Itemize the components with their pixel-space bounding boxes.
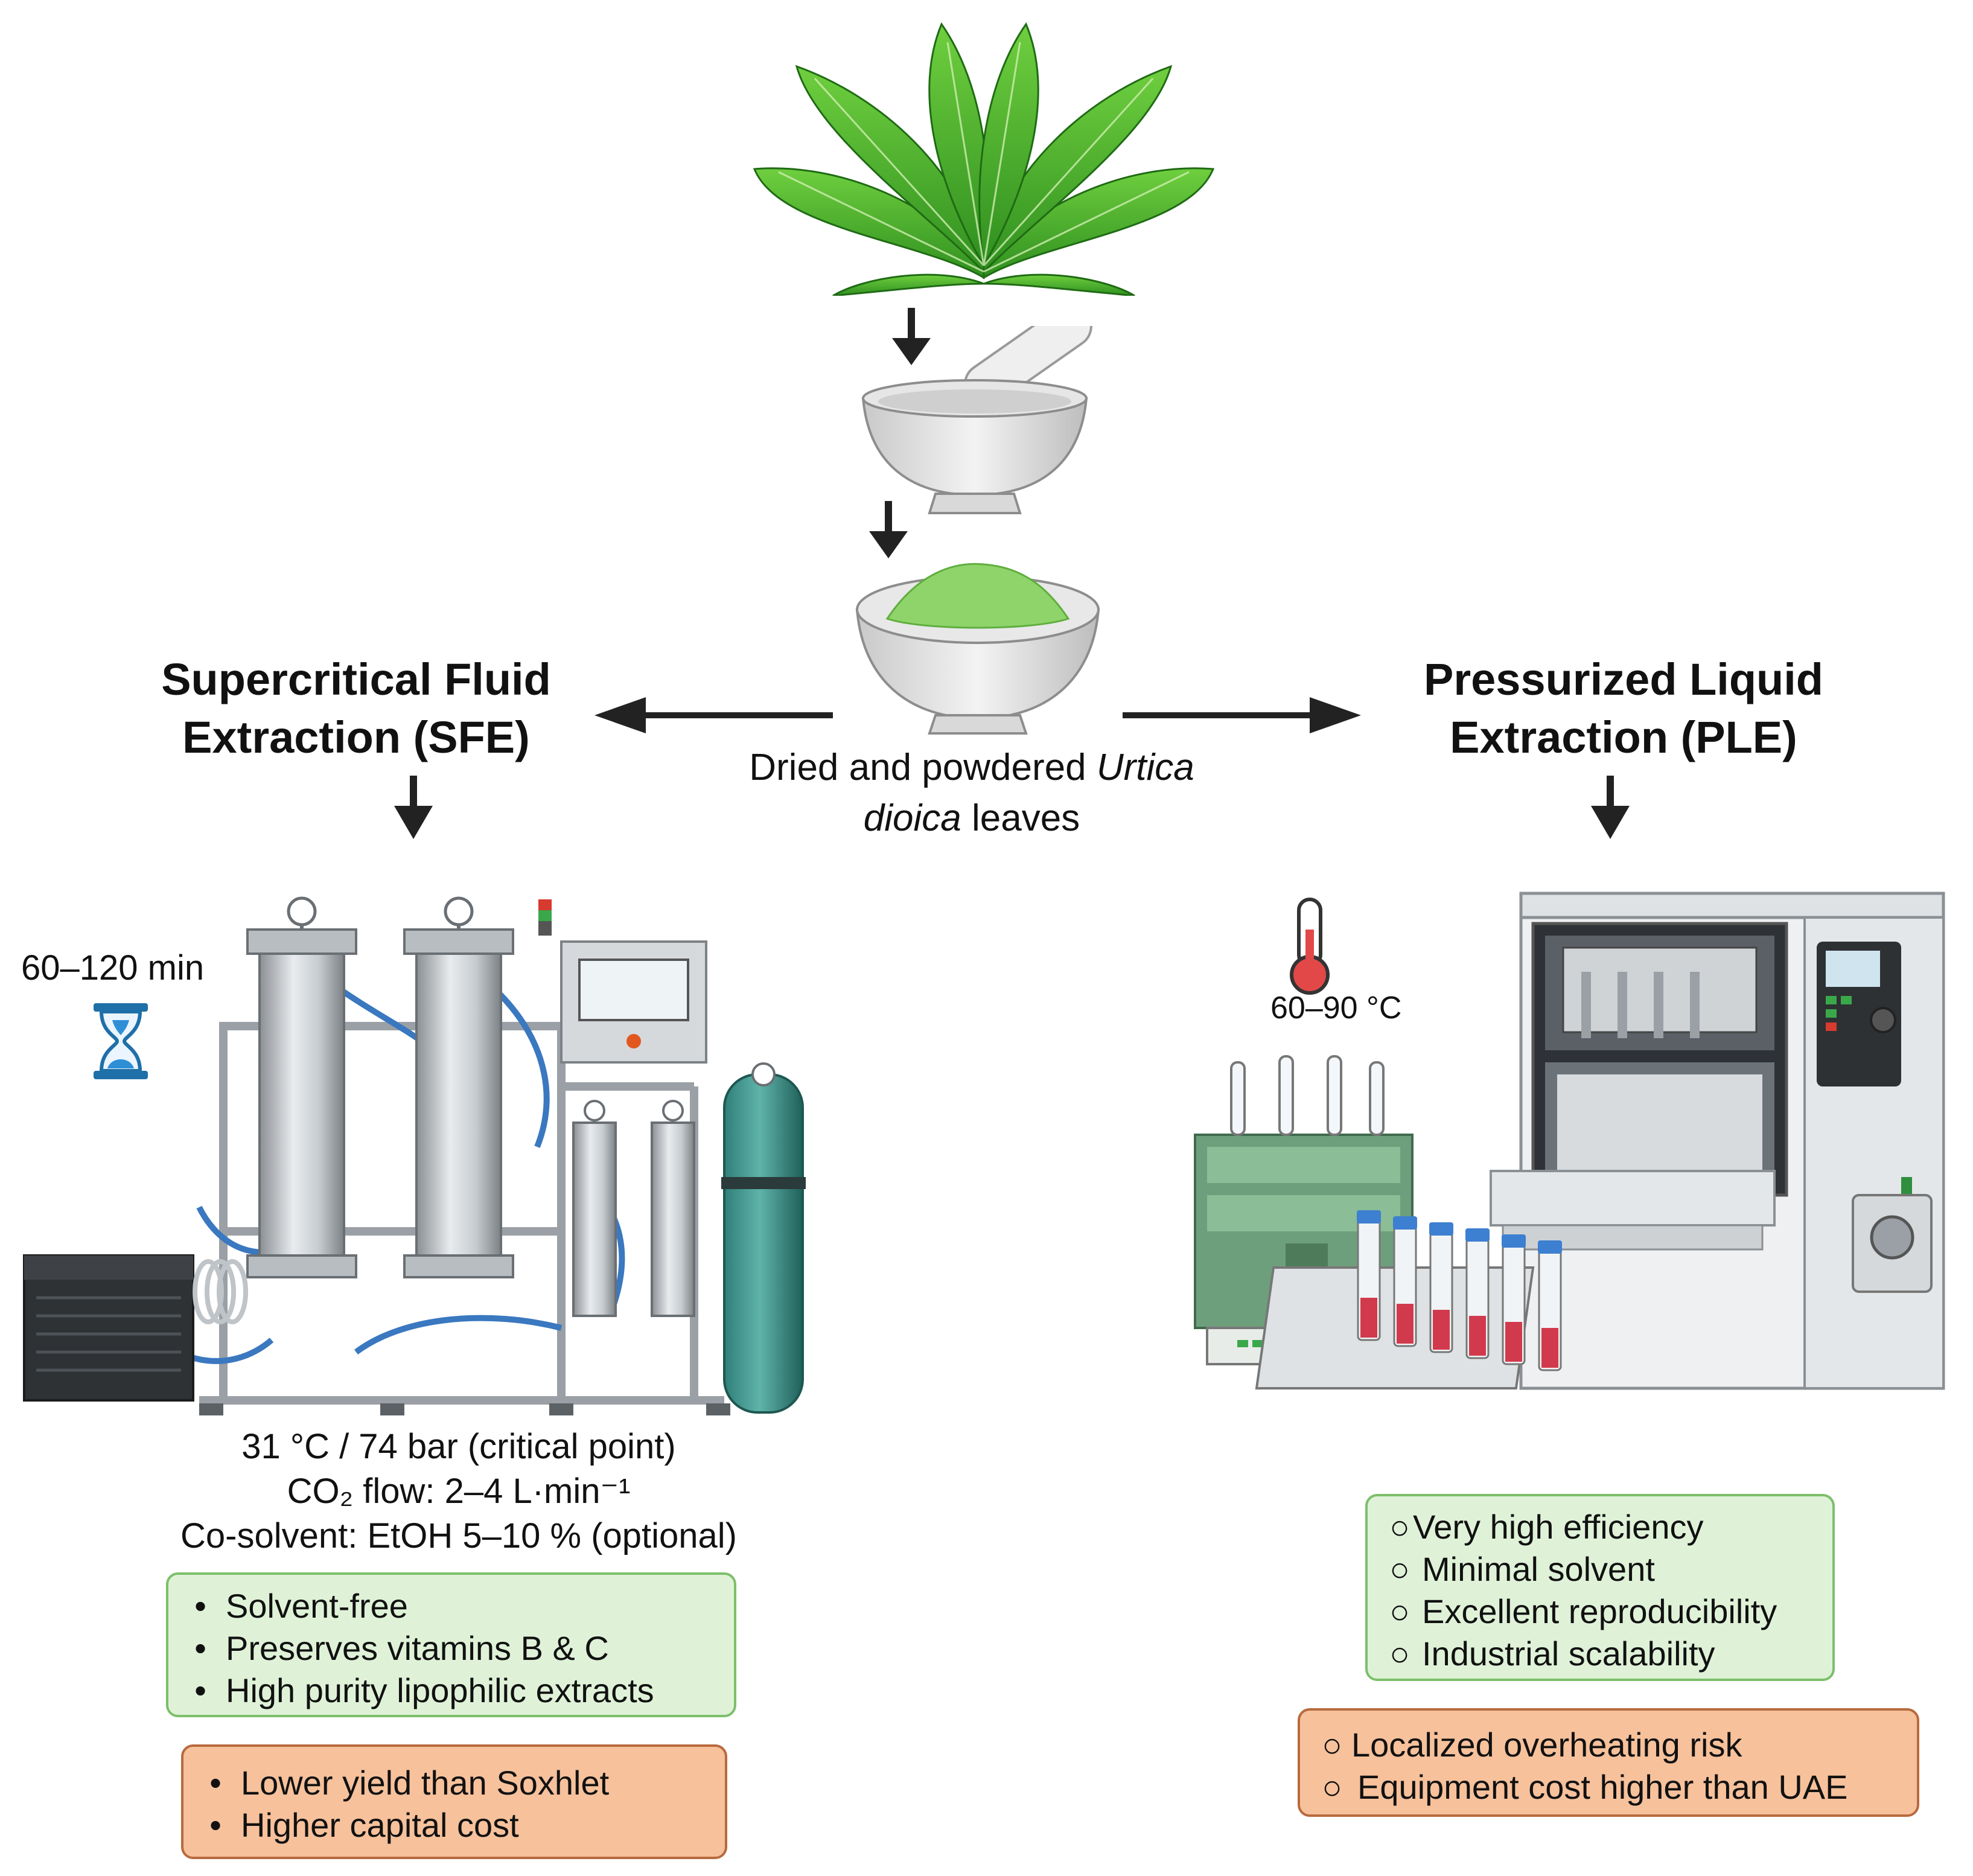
ple-title: Pressurized Liquid Extraction (PLE) — [1423, 654, 1824, 762]
nettle-leaves-icon — [753, 22, 1215, 296]
sfe-advantages-box: •Solvent-free •Preserves vitamins B & C … — [166, 1572, 736, 1717]
sfe-param-cosolvent: Co-solvent: EtOH 5–10 % (optional) — [180, 1516, 737, 1555]
list-item: ○Equipment cost higher than UAE — [1322, 1768, 1848, 1806]
sfe-param-critical-point: 31 °C / 74 bar (critical point) — [241, 1427, 676, 1466]
list-item: •High purity lipophilic extracts — [194, 1671, 654, 1709]
list-item: ○Localized overheating risk — [1322, 1726, 1742, 1764]
ple-system-icon — [1194, 892, 1945, 1390]
list-item: •Lower yield than Soxhlet — [209, 1764, 610, 1802]
sfe-system-icon — [23, 896, 806, 1415]
list-item: ○Industrial scalability — [1389, 1635, 1715, 1673]
list-item: ○Minimal solvent — [1389, 1550, 1655, 1588]
thermometer-icon — [1290, 898, 1330, 995]
powder-bowl-icon — [855, 563, 1100, 735]
mortar-pestle-icon — [861, 326, 1092, 514]
hourglass-icon — [94, 1003, 148, 1079]
ple-disadvantages-box: ○Localized overheating risk ○Equipment c… — [1298, 1708, 1919, 1817]
sfe-param-co2-flow: CO₂ flow: 2–4 L·min⁻¹ — [287, 1472, 631, 1511]
list-item: •Preserves vitamins B & C — [194, 1629, 609, 1667]
list-item: ○Excellent reproducibility — [1389, 1592, 1777, 1630]
sfe-time-label: 60–120 min — [21, 948, 205, 987]
sfe-disadvantages-box: •Lower yield than Soxhlet •Higher capita… — [181, 1744, 727, 1859]
sfe-parameters: 31 °C / 74 bar (critical point) CO₂ flow… — [139, 1425, 779, 1559]
list-item: •Higher capital cost — [209, 1806, 519, 1844]
list-item: ○Very high efficiency — [1389, 1508, 1704, 1546]
list-item: •Solvent-free — [194, 1587, 408, 1625]
source-material-label: Dried and powdered Urtica dioica leaves — [749, 747, 1194, 839]
flow-arrows — [394, 308, 1630, 839]
sfe-title: Supercritical Fluid Extraction (SFE) — [161, 654, 551, 762]
ple-temperature-label: 60–90 °C — [1270, 991, 1402, 1026]
ple-advantages-box: ○Very high efficiency ○Minimal solvent ○… — [1365, 1494, 1835, 1681]
